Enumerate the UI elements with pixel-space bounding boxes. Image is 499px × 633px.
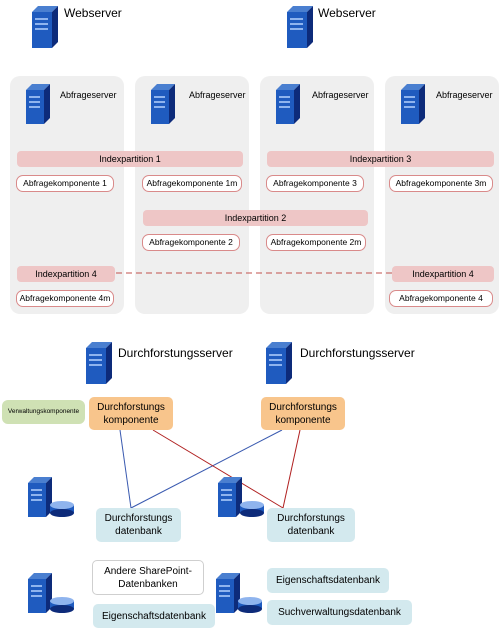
crawl-database-2: Durchforstungs datenbank [267,508,355,542]
database-server-icon [218,477,264,517]
crawl-database-2-line1: Durchforstungs [277,513,345,524]
webserver-icon [32,6,58,48]
index-partition-3: Indexpartition 3 [267,151,494,167]
query-server-label-3: Abfrageserver [312,90,369,100]
crawl-component-1: Durchforstungs komponente [89,397,173,430]
query-server-label-2: Abfrageserver [189,90,246,100]
crawl-server-icon [86,342,112,384]
crawl-server-label-2: Durchforstungsserver [300,346,415,360]
property-database-left-label: Eigenschaftsdatenbank [102,610,206,622]
crawl-link-blue-2 [130,429,283,509]
webserver-label-2: Webserver [318,6,376,20]
webserver-label-1: Webserver [64,6,122,20]
crawl-link-red-2 [282,429,301,509]
index-partition-2: Indexpartition 2 [143,210,368,226]
crawl-database-1-line2: datenbank [115,526,162,537]
other-databases-line2: Datenbanken [118,578,178,590]
property-database-right: Eigenschaftsdatenbank [267,568,389,593]
search-admin-database-label: Suchverwaltungsdatenbank [278,607,401,618]
other-sharepoint-databases: Andere SharePoint- Datenbanken [92,560,204,595]
query-component-4m: Abfragekomponente 4m [16,290,114,307]
crawl-server-label-1: Durchforstungsserver [118,346,233,360]
query-component-3m: Abfragekomponente 3m [389,175,493,192]
database-server-icon [216,573,262,613]
property-database-right-label: Eigenschaftsdatenbank [276,575,380,586]
search-admin-database: Suchverwaltungsdatenbank [267,600,412,625]
database-server-icon [28,477,74,517]
crawl-component-1-line1: Durchforstungs [97,401,165,413]
crawl-component-2-line1: Durchforstungs [269,401,337,413]
query-server-icon [276,84,300,124]
crawl-server-icon [266,342,292,384]
admin-component: Verwaltungskomponente [2,400,85,424]
index-partition-1: Indexpartition 1 [17,151,243,167]
query-server-icon [151,84,175,124]
query-server-icon [401,84,425,124]
query-component-4: Abfragekomponente 4 [389,290,493,307]
crawl-link-blue-1 [119,429,132,509]
crawl-database-2-line2: datenbank [287,526,335,537]
query-component-3: Abfragekomponente 3 [266,175,364,192]
webserver-icon [287,6,313,48]
index-partition-4-right: Indexpartition 4 [392,266,494,282]
crawl-component-2-line2: komponente [275,414,331,426]
query-server-label-4: Abfrageserver [436,90,493,100]
database-server-icon [28,573,74,613]
crawl-component-1-line2: komponente [103,414,159,426]
index-partition-4-left: Indexpartition 4 [17,266,115,282]
other-databases-line1: Andere SharePoint- [104,565,192,577]
query-component-2: Abfragekomponente 2 [142,234,240,251]
query-component-1: Abfragekomponente 1 [16,175,114,192]
crawl-database-1: Durchforstungs datenbank [96,508,181,542]
crawl-link-red-1 [152,429,284,509]
crawl-component-2: Durchforstungs komponente [261,397,345,430]
query-component-2m: Abfragekomponente 2m [266,234,366,251]
query-component-1m: Abfragekomponente 1m [142,175,242,192]
query-server-icon [26,84,50,124]
crawl-database-1-line1: Durchforstungs [104,513,173,524]
query-server-label-1: Abfrageserver [60,90,117,100]
property-database-left: Eigenschaftsdatenbank [93,604,215,628]
